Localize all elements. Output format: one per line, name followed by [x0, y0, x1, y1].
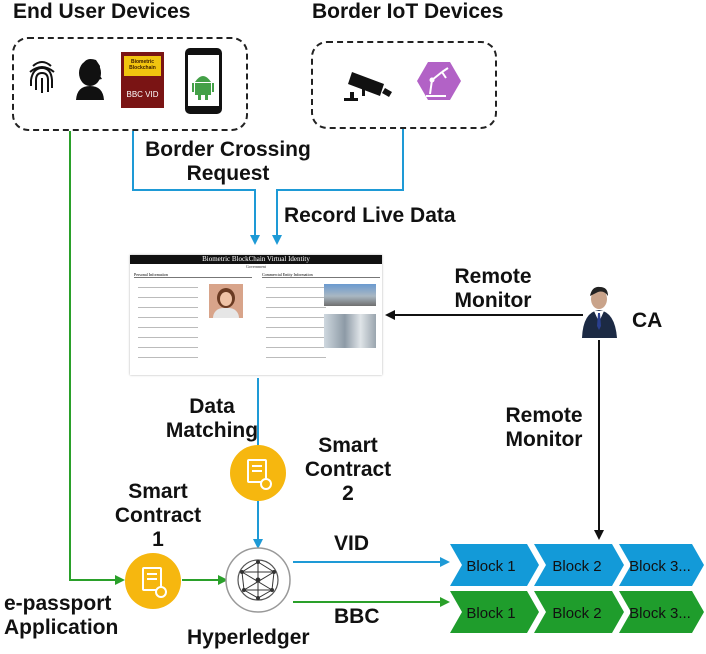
form-field: [266, 305, 326, 308]
remote-monitor-line2: Monitor: [454, 289, 532, 312]
epassport-line2: Application: [4, 616, 119, 639]
smart-contract-1-line2: Contract: [114, 504, 202, 527]
vid-block-label: Block 2: [552, 558, 601, 575]
remote-monitor-down-line1: Remote: [505, 404, 583, 427]
vid-block: [450, 544, 539, 586]
bbc-block-label: Block 1: [466, 605, 515, 622]
form-field: [266, 285, 326, 288]
fingerprint-icon: [29, 61, 55, 93]
vid-label: VID: [334, 532, 370, 555]
commercial-info-heading: Commercial Entity Information: [262, 272, 380, 278]
border-crossing-line2: Request: [186, 162, 270, 185]
form-field: [266, 295, 326, 298]
form-field: [138, 305, 198, 308]
data-matching-line2: Matching: [165, 419, 259, 442]
remote-monitor-down-label: Remote Monitor: [492, 404, 596, 452]
vid-chain: Block 1 Block 2 Block 3...: [450, 544, 704, 586]
vid-block: [534, 544, 624, 586]
form-field: [266, 355, 326, 358]
form-field: [138, 355, 198, 358]
bbc-block-label: Block 2: [552, 605, 601, 622]
bbc-card-line1: Biometric: [130, 59, 155, 65]
hyperledger-icon: [225, 547, 291, 613]
bbc-label: BBC: [334, 605, 380, 628]
form-field: [266, 315, 326, 318]
form-field: [266, 325, 326, 328]
epassport-green-flow: [69, 131, 125, 585]
smart-contract-icon: [125, 553, 181, 609]
bbc-vid-card-icon: [121, 52, 164, 108]
smart-contract-2-label: Smart Contract 2: [300, 434, 396, 506]
smart-contract-1-line3: 1: [152, 528, 164, 551]
bbc-chain: Block 1 Block 2 Block 3...: [450, 591, 704, 633]
form-field: [138, 315, 198, 318]
epassport-label: e-passport Application: [4, 592, 118, 640]
end-user-devices-box: [12, 37, 248, 131]
form-title: Biometric BlockChain Virtual Identity: [130, 255, 382, 264]
form-field: [138, 345, 198, 348]
businessman-icon: [582, 286, 617, 338]
border-crossing-request-label: Border Crossing Request: [130, 138, 326, 186]
hyperledger-label: Hyperledger: [187, 626, 310, 649]
bbc-vid-form: Biometric BlockChain Virtual Identity Go…: [130, 255, 382, 375]
end-user-devices-title: End User Devices: [13, 0, 191, 23]
border-iot-devices-box: [311, 41, 497, 129]
travelers-photo: [324, 314, 376, 348]
smart-contract-2-line1: Smart: [318, 434, 378, 457]
form-field: [138, 295, 198, 298]
personal-info-heading: Personal Information: [134, 272, 252, 278]
remote-monitor-down-line2: Monitor: [505, 428, 583, 451]
bbc-card-line2: Blockchain: [129, 65, 156, 71]
border-crossing-line1: Border Crossing: [145, 138, 311, 161]
form-field: [138, 325, 198, 328]
smart-contract-1-label: Smart Contract 1: [110, 480, 206, 552]
form-commercial-section: Commercial Entity Information: [262, 272, 380, 358]
form-subtitle: Government: [246, 264, 266, 269]
remote-monitor-label: Remote Monitor: [440, 265, 546, 313]
bbc-card-bottom-label: BBC VID: [126, 90, 159, 99]
data-matching-label: Data Matching: [164, 395, 260, 443]
form-personal-section: Personal Information: [134, 272, 252, 358]
ca-label: CA: [632, 309, 663, 332]
vid-block: [619, 544, 704, 586]
record-live-data-label: Record Live Data: [284, 204, 456, 227]
person-photo: [209, 284, 243, 318]
bbc-block: [450, 591, 539, 633]
bbc-card-top-label: Biometric Blockchain: [124, 59, 161, 71]
vid-block-label: Block 1: [466, 558, 515, 575]
data-matching-line1: Data: [189, 395, 235, 418]
smart-contract-1-line1: Smart: [128, 480, 188, 503]
border-crossing-flow: [132, 131, 260, 245]
form-field: [138, 335, 198, 338]
bbc-block: [619, 591, 704, 633]
epassport-line1: e-passport: [4, 592, 112, 615]
vid-block-label: Block 3...: [629, 558, 691, 575]
robot-arm-icon: [417, 62, 461, 100]
record-live-data-flow: [272, 129, 404, 245]
smart-contract-2-line3: 2: [342, 482, 354, 505]
remote-monitor-line1: Remote: [454, 265, 532, 288]
border-gate-photo: [324, 284, 376, 306]
form-field: [266, 345, 326, 348]
security-camera-icon: [344, 72, 392, 101]
user-silhouette-icon: [76, 59, 104, 100]
android-phone-icon: [185, 48, 222, 114]
bbc-block-label: Block 3...: [629, 605, 691, 622]
form-field: [138, 285, 198, 288]
form-field: [266, 335, 326, 338]
bbc-block: [534, 591, 624, 633]
smart-contract-2-line2: Contract: [304, 458, 392, 481]
border-iot-devices-title: Border IoT Devices: [312, 0, 504, 23]
smart-contract-icon: [230, 445, 286, 501]
